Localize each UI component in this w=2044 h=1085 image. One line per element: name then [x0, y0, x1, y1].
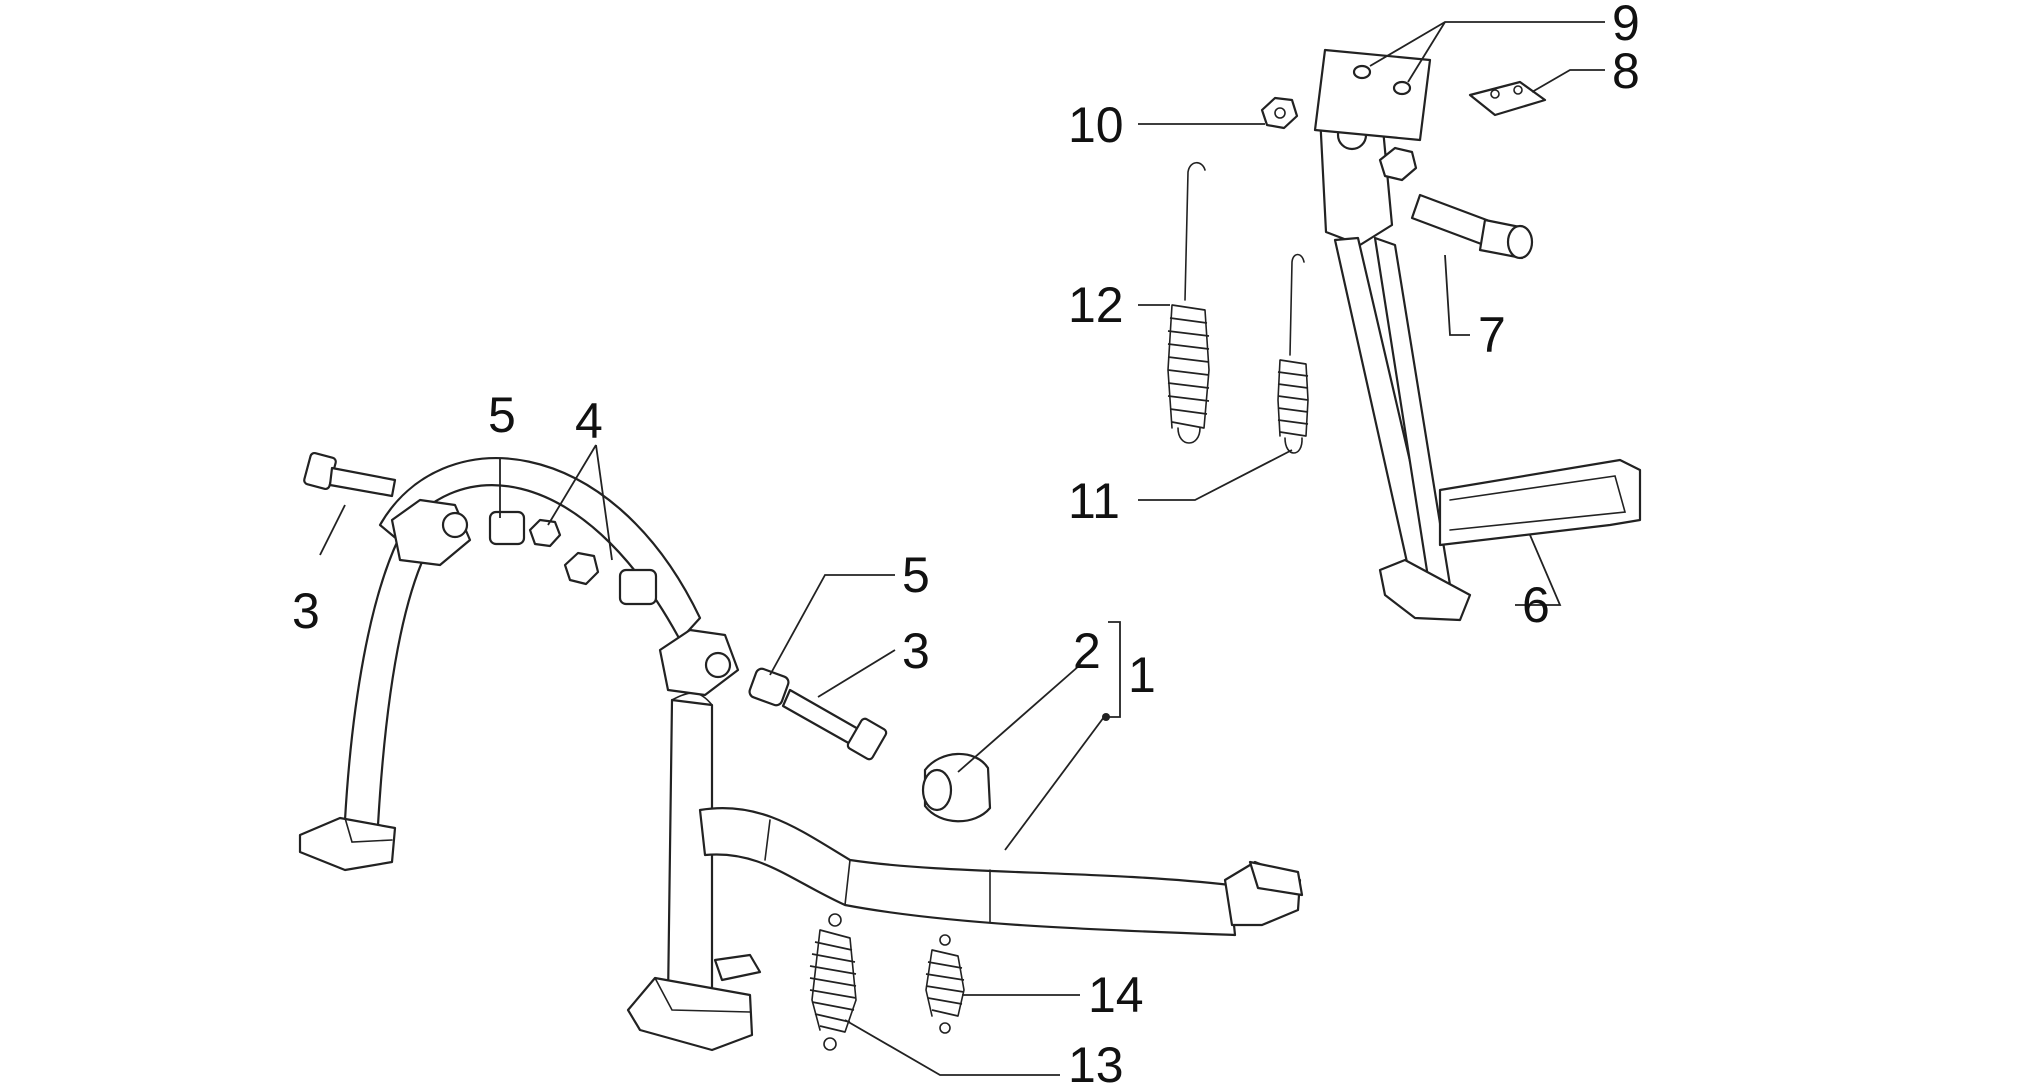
rubber-buffer [921, 752, 992, 823]
nut-lower [563, 551, 600, 586]
callout-5-right: 5 [902, 547, 930, 603]
spring-11 [1277, 253, 1309, 454]
bolt-left [303, 451, 397, 498]
spring-13 [809, 913, 857, 1051]
callout-11: 11 [1068, 473, 1120, 529]
bolt-right [781, 688, 888, 761]
callout-1: 1 [1128, 647, 1156, 703]
callout-5-upper: 5 [488, 387, 516, 443]
callout-9: 9 [1612, 0, 1640, 51]
central-stand-assembly [298, 457, 1304, 1052]
callout-14: 14 [1088, 967, 1144, 1023]
callout-3-left: 3 [292, 583, 320, 639]
gasket-plate [1313, 48, 1432, 142]
nut-10 [1260, 96, 1299, 130]
callout-2: 2 [1073, 623, 1101, 679]
callout-8: 8 [1612, 43, 1640, 99]
callout-10: 10 [1068, 97, 1124, 153]
spring-14 [925, 934, 965, 1034]
callout-12: 12 [1068, 277, 1124, 333]
bushing-right [748, 667, 790, 707]
bushing-middle [618, 568, 658, 606]
clip-plate [1468, 80, 1547, 117]
callout-3-right: 3 [902, 623, 930, 679]
callouts: 1 2 3 3 4 5 5 6 7 8 9 10 11 12 13 14 [292, 0, 1640, 1085]
side-stand-assembly [1318, 106, 1642, 622]
callout-7: 7 [1478, 307, 1506, 363]
callout-4: 4 [575, 393, 603, 449]
callout-13: 13 [1068, 1037, 1124, 1085]
leader-lines [319, 21, 1605, 1076]
callout-6: 6 [1522, 577, 1550, 633]
nut-upper [528, 518, 562, 548]
spring-12 [1167, 161, 1210, 444]
bushing-upper [488, 510, 526, 546]
pivot-bolt [1410, 193, 1534, 260]
